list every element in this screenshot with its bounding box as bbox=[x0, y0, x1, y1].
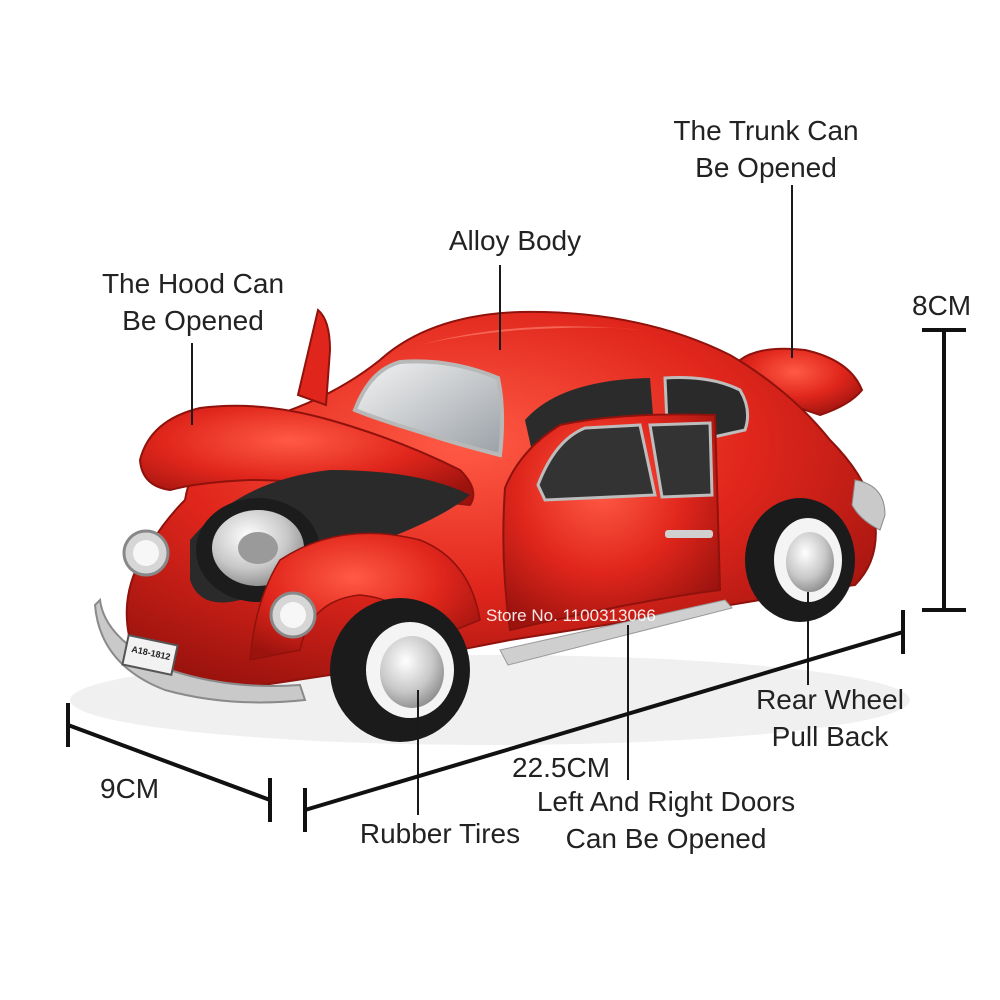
label-hood-line1: The Hood Can bbox=[101, 268, 285, 299]
label-trunk: The Trunk Can Be Opened bbox=[656, 112, 876, 186]
label-alloy-body: Alloy Body bbox=[448, 225, 582, 256]
callout-lines bbox=[191, 185, 809, 815]
label-doors-line2: Can Be Opened bbox=[565, 823, 767, 854]
store-watermark: Store No. 1100313066 bbox=[486, 606, 656, 625]
label-doors: Left And Right Doors Can Be Opened bbox=[510, 783, 822, 857]
running-board bbox=[499, 599, 733, 666]
hood-panel bbox=[296, 308, 332, 407]
door-window-right bbox=[648, 421, 714, 499]
label-rear-wheel-line1: Rear Wheel bbox=[756, 684, 904, 715]
right-headlight bbox=[269, 591, 317, 639]
left-headlight bbox=[122, 529, 170, 577]
label-trunk-line1: The Trunk Can bbox=[673, 115, 859, 146]
dimension-lines bbox=[66, 328, 966, 832]
door-window-left bbox=[536, 423, 657, 502]
label-rear-wheel-line2: Pull Back bbox=[771, 721, 889, 752]
dimension-height: 8CM bbox=[912, 290, 972, 321]
label-trunk-line2: Be Opened bbox=[695, 152, 837, 183]
label-hood: The Hood Can Be Opened bbox=[88, 265, 298, 339]
rear-wheel bbox=[745, 498, 855, 622]
length-dim-line bbox=[304, 630, 904, 812]
label-rear-wheel: Rear Wheel Pull Back bbox=[735, 681, 925, 755]
roof-highlight bbox=[420, 326, 640, 345]
dimension-width: 9CM bbox=[100, 773, 160, 804]
license-plate bbox=[121, 633, 179, 677]
front-wheel bbox=[330, 598, 470, 742]
windshield bbox=[352, 359, 505, 458]
door-handle bbox=[665, 530, 713, 538]
dimension-length: 22.5CM bbox=[512, 752, 611, 783]
label-hood-line2: Be Opened bbox=[122, 305, 264, 336]
width-dim-line bbox=[67, 723, 271, 802]
label-rubber-tires: Rubber Tires bbox=[359, 818, 521, 849]
label-doors-line1: Left And Right Doors bbox=[536, 786, 796, 817]
rear-bumper bbox=[851, 479, 886, 531]
